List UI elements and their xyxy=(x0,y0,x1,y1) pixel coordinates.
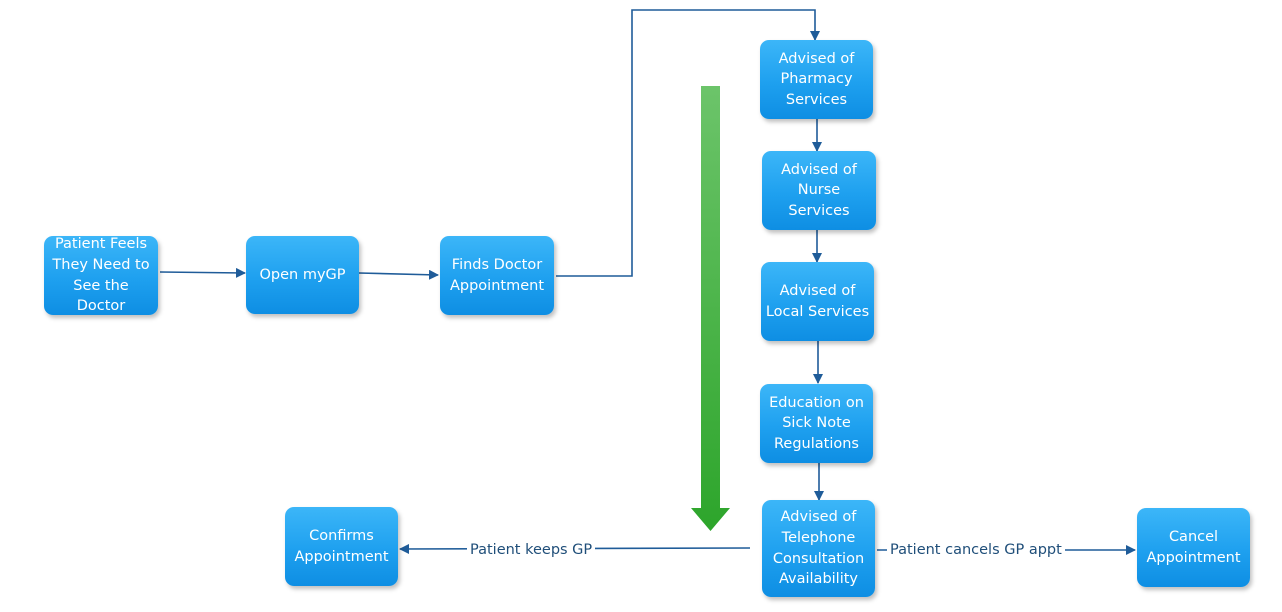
edge-finds-to-pharmacy xyxy=(556,9,820,277)
node-cancel: Cancel Appointment xyxy=(1137,508,1250,587)
node-telephone: Advised of Telephone Consultation Availa… xyxy=(762,500,875,597)
node-open-mygp: Open myGP xyxy=(246,236,359,314)
progress-down-arrow xyxy=(691,86,730,531)
edge-mygp-to-finds xyxy=(358,269,439,280)
node-sick-note: Education on Sick Note Regulations xyxy=(760,384,873,463)
node-pharmacy: Advised of Pharmacy Services xyxy=(760,40,873,119)
node-nurse: Advised of Nurse Services xyxy=(762,151,876,230)
edge-label-keeps: Patient keeps GP xyxy=(467,541,596,559)
node-finds-doctor: Finds Doctor Appointment xyxy=(440,236,554,315)
node-local: Advised of Local Services xyxy=(761,262,874,341)
node-patient-feels: Patient Feels They Need to See the Docto… xyxy=(44,236,158,315)
edge-patient-to-mygp xyxy=(159,267,246,278)
edge-label-cancels: Patient cancels GP appt xyxy=(887,541,1065,559)
node-confirms: Confirms Appointment xyxy=(285,507,398,586)
